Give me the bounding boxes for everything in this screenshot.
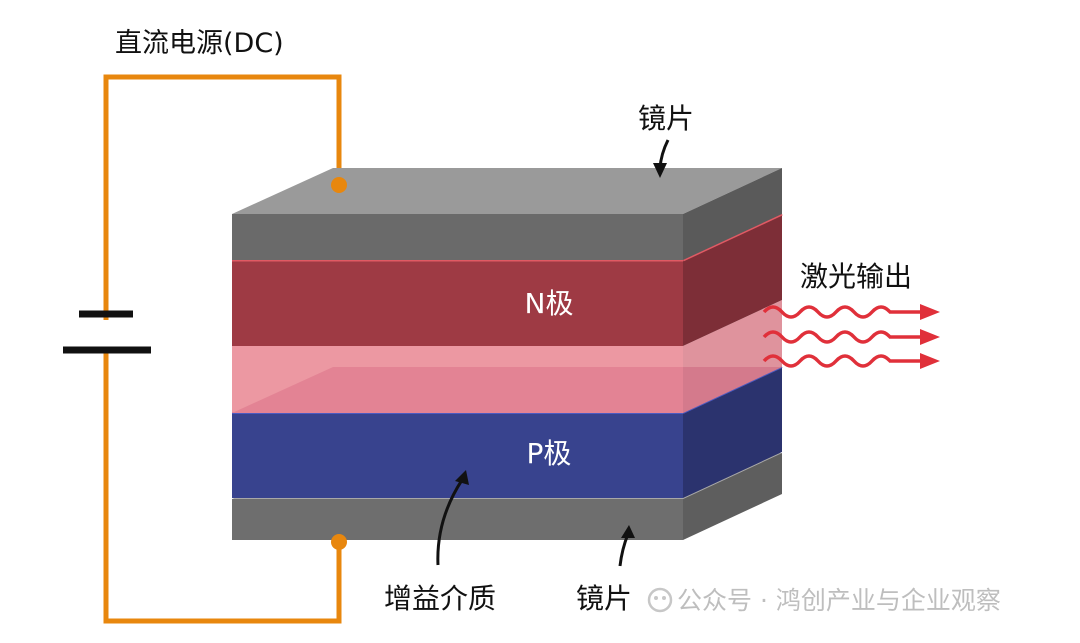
dc-circuit [63,74,342,624]
wire-top [103,74,342,320]
mirror-bottom-label: 镜片 [576,582,632,615]
wire-bottom [103,352,342,624]
watermark-text: 公众号 · 鸿创产业与企业观察 [677,586,1001,615]
p-layer-label: P极 [527,437,572,470]
contact-bottom [331,534,347,550]
n-layer-label: N极 [525,287,574,320]
laser-output-waves [762,305,922,368]
wechat-official-account-icon [647,587,673,613]
gain-medium-layer [232,300,782,413]
watermark: 公众号 · 鸿创产业与企业观察 [647,586,1001,615]
mirror-top-arrow [653,139,670,178]
laser-output-label: 激光输出 [800,260,912,293]
contact-top [331,177,347,193]
power-source-label: 直流电源(DC) [115,28,284,59]
gain-medium-arrow [436,470,469,566]
mirror-bottom-arrow [618,525,635,567]
laser-arrowheads [920,304,940,369]
gain-medium-label: 增益介质 [384,582,496,615]
n-layer [232,212,783,346]
mirror-top [232,168,782,260]
mirror-top-label: 镜片 [638,102,694,135]
